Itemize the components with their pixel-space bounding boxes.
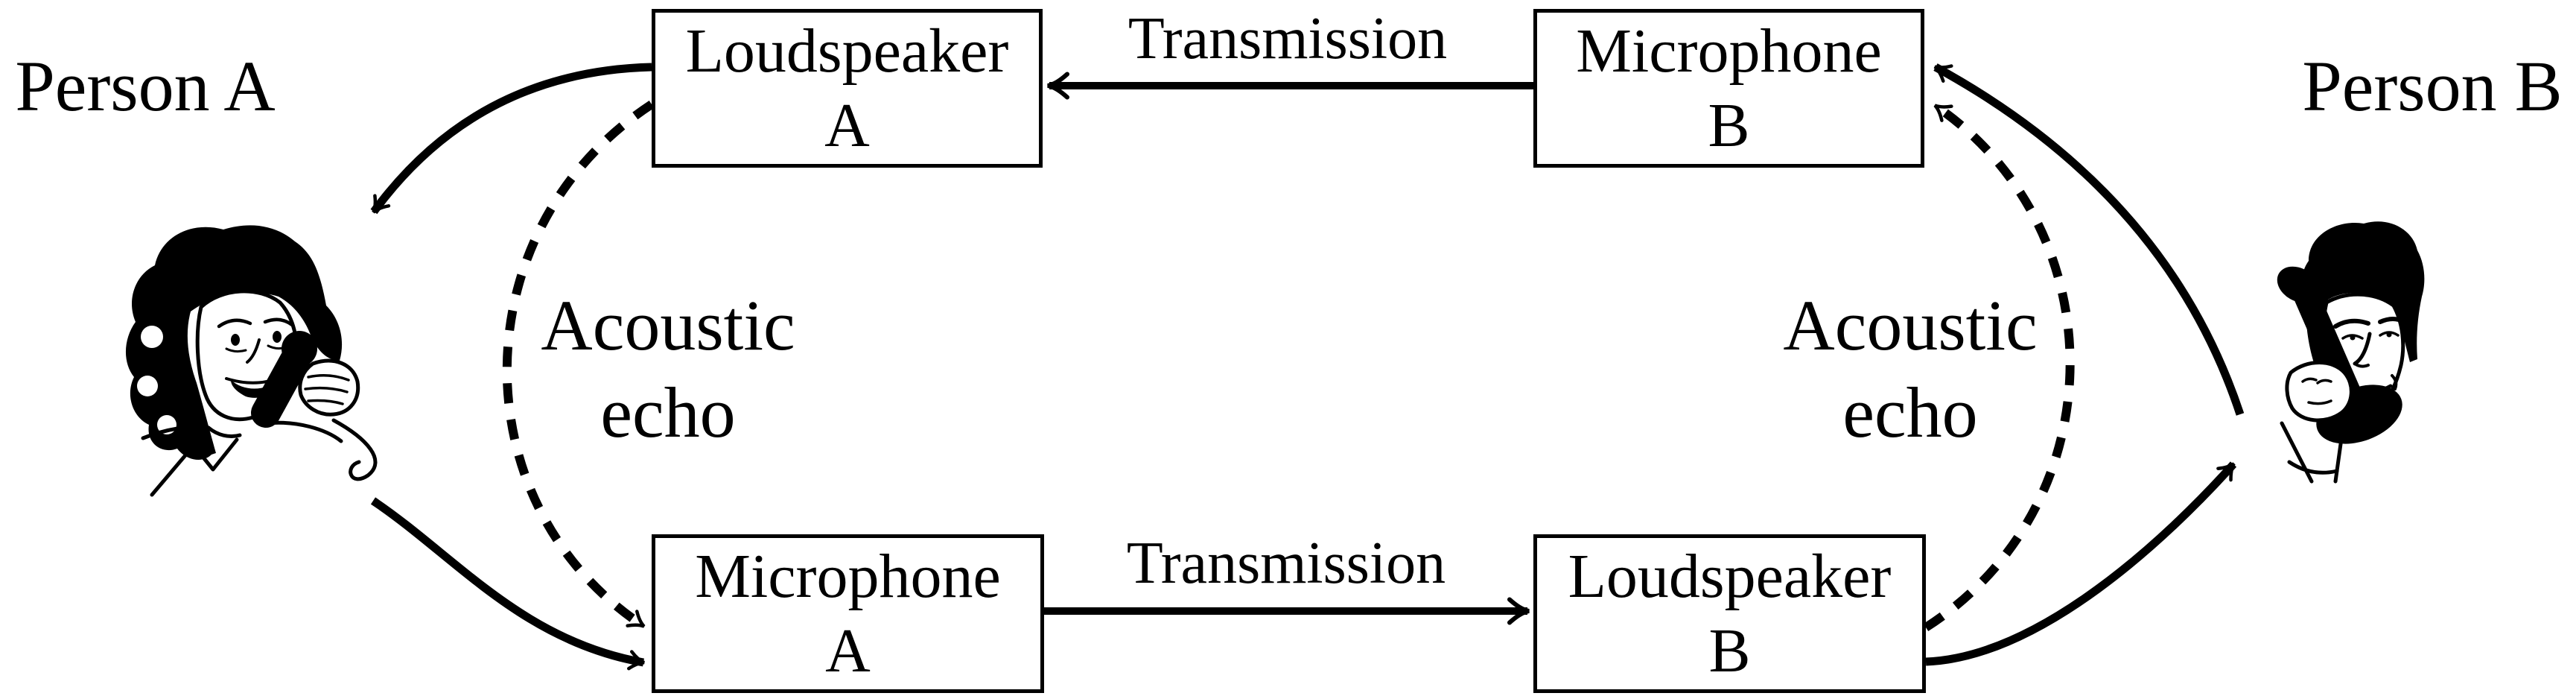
box-loudspeaker-a: Loudspeaker A: [652, 9, 1043, 168]
man-fist: [2285, 361, 2353, 423]
arrow-personB-to-microphoneB: [1933, 63, 2245, 416]
box-microphone-a-line1: Microphone: [695, 541, 1001, 611]
woman-eye: [231, 334, 240, 346]
telephone-cord: [331, 418, 378, 481]
woman-hair: [125, 225, 343, 460]
box-microphone-a-line2: A: [825, 616, 871, 686]
man-eyebrow: [2378, 317, 2406, 324]
transmission-label-bottom: Transmission: [1126, 531, 1446, 596]
transmission-label-top: Transmission: [1128, 6, 1448, 72]
acoustic-echo-label-right-line2: echo: [1842, 373, 1978, 452]
person-a-illustration: [125, 225, 378, 497]
man-eyebrow: [2333, 318, 2370, 329]
telephone-earpiece: [282, 331, 317, 367]
woman-collar: [206, 425, 242, 439]
man-cuff: [2287, 460, 2339, 475]
box-microphone-b-line1: Microphone: [1576, 16, 1882, 86]
box-loudspeaker-a-line1: Loudspeaker: [685, 16, 1009, 86]
woman-nose: [246, 338, 261, 364]
woman-eye-line: [225, 347, 247, 353]
arrow-loudspeakerA-to-personA: [370, 63, 652, 215]
man-nose: [2353, 332, 2372, 366]
person-b-label: Person B: [2302, 46, 2563, 126]
box-microphone-b: Microphone B: [1533, 9, 1924, 168]
man-hair: [2302, 221, 2425, 370]
woman-eyebrow: [263, 317, 294, 327]
arrow-loudspeakerB-to-personB: [1925, 461, 2237, 666]
box-microphone-a: Microphone A: [652, 534, 1044, 693]
echo-arrow-loudspeakerB-to-microphoneB: [1923, 102, 2075, 632]
person-a-label: Person A: [15, 46, 276, 126]
man-hair-line: [2333, 233, 2399, 248]
woman-finger-line: [307, 399, 344, 405]
woman-finger-line: [304, 386, 349, 393]
woman-shoulder: [264, 420, 343, 443]
woman-shoulder: [141, 425, 211, 440]
man-smile-crease: [2391, 374, 2398, 390]
acoustic-echo-label-right: Acoustic echo: [1783, 282, 2037, 456]
acoustic-echo-label-left-line1: Acoustic: [541, 285, 795, 365]
man-knuckle-line: [2301, 377, 2332, 385]
woman-lapel: [150, 437, 239, 497]
box-loudspeaker-b-line2: B: [1708, 616, 1751, 686]
man-eye: [2350, 335, 2356, 341]
box-microphone-b-line2: B: [1708, 90, 1750, 160]
telephone-earpiece: [2277, 266, 2320, 303]
echo-arrow-loudspeakerA-to-microphoneA: [502, 100, 655, 630]
person-b-illustration: [2277, 221, 2425, 484]
acoustic-echo-label-left-line2: echo: [600, 373, 736, 452]
acoustic-echo-label-right-line1: Acoustic: [1783, 285, 2038, 365]
man-thumb-line: [2307, 399, 2332, 405]
box-loudspeaker-b-line1: Loudspeaker: [1568, 541, 1892, 611]
man-eye: [2386, 332, 2392, 338]
box-loudspeaker-b: Loudspeaker B: [1533, 534, 1926, 693]
man-nose: [2353, 362, 2370, 368]
woman-eyebrow: [217, 318, 252, 329]
woman-eye: [273, 331, 282, 343]
box-loudspeaker-a-line2: A: [824, 90, 870, 160]
woman-hair-curl: [137, 376, 158, 396]
arrow-personA-to-microphoneA: [370, 497, 645, 671]
woman-finger-line: [307, 374, 350, 382]
woman-hair-curl: [141, 326, 163, 348]
acoustic-echo-label-left: Acoustic echo: [541, 282, 795, 456]
